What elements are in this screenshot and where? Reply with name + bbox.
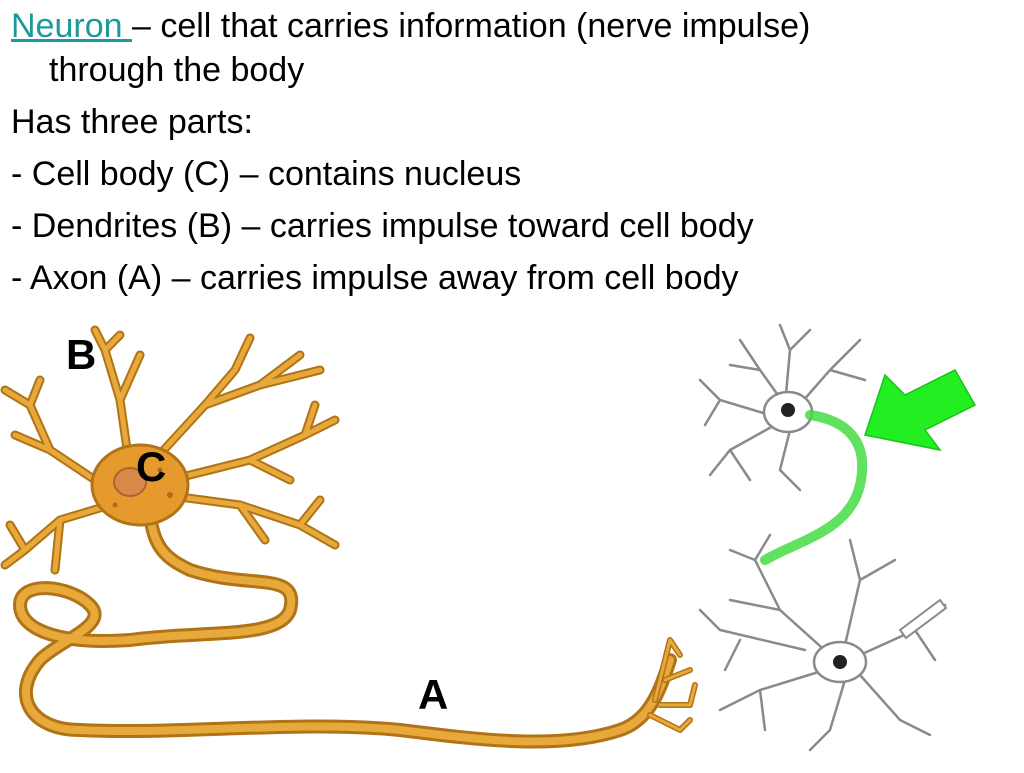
neuron-term-link[interactable]: Neuron (11, 7, 132, 45)
neuron-illustration (0, 323, 977, 752)
slide-text: Neuron – cell that carries information (… (11, 4, 1011, 308)
definition-line: Neuron – cell that carries information (… (11, 4, 1011, 48)
sketch-neurons (698, 323, 948, 752)
part-cell-body: - Cell body (C) – contains nucleus (11, 155, 522, 193)
label-axon: A (418, 671, 449, 718)
label-dendrites: B (66, 331, 97, 378)
highlighted-axon (760, 410, 868, 565)
green-arrow-icon (864, 369, 977, 452)
definition-continuation: through the body (49, 51, 305, 89)
intro-line: Has three parts: (11, 103, 253, 141)
label-cell-body: C (136, 443, 167, 490)
golden-neuron (0, 325, 698, 749)
neuron-figure: B C A (0, 310, 1024, 768)
definition-text: – cell that carries information (nerve i… (131, 7, 811, 45)
part-dendrites: - Dendrites (B) – carries impulse toward… (11, 207, 754, 245)
part-axon: - Axon (A) – carries impulse away from c… (11, 259, 739, 297)
